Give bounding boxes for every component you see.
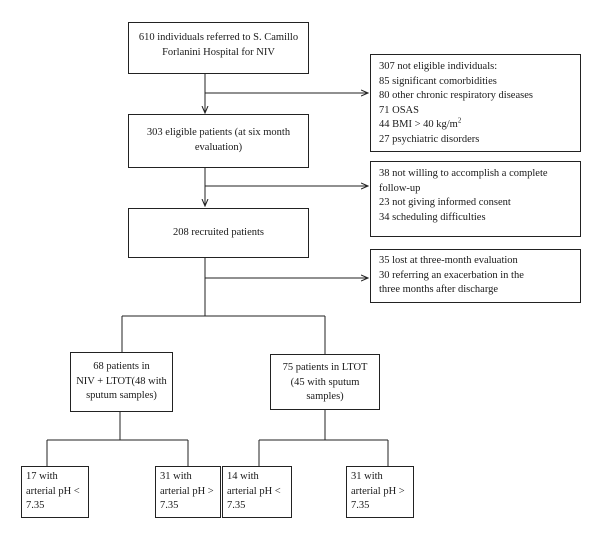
lost-line-2: 30 referring an exacerbation in the xyxy=(379,269,524,281)
leaf2-line-1: 31 with xyxy=(160,471,192,482)
leaf-niv-ph-low: 17 with arterial pH < 7.35 xyxy=(21,466,89,518)
leaf1-line-1: 17 with xyxy=(26,471,58,482)
not-eligible-line-3: 80 other chronic respiratory diseases xyxy=(379,90,533,101)
leaf1-line-2: arterial pH < xyxy=(26,485,80,497)
not-willing-line-4: 34 scheduling difficulties xyxy=(379,211,486,223)
not-eligible-bmi-line: 44 BMI > 40 kg/m2 xyxy=(379,116,580,133)
not-eligible-line-6: 27 psychiatric disorders xyxy=(379,133,480,145)
eligible-line-2: evaluation) xyxy=(194,141,243,153)
not-eligible-line-1: 307 not eligible individuals: xyxy=(379,61,498,72)
eligible-line-1: 303 eligible patients (at six month xyxy=(146,127,291,138)
not-willing-line-3: 23 not giving informed consent xyxy=(379,197,511,208)
leaf4-line-1: 31 with xyxy=(351,471,383,482)
ltot-group-line-1: 75 patients in LTOT xyxy=(282,362,368,373)
lost-line-1: 35 lost at three-month evaluation xyxy=(379,255,518,266)
not-eligible-box: 307 not eligible individuals: 85 signifi… xyxy=(370,54,581,152)
leaf2-line-3: 7.35 xyxy=(160,500,179,511)
referred-box: 610 individuals referred to S. Camillo F… xyxy=(128,22,309,74)
niv-group-line-1: 68 patients in xyxy=(93,361,150,372)
not-eligible-line-4: 71 OSAS xyxy=(379,104,419,116)
niv-ltot-group-box: 68 patients in NIV + LTOT(48 with sputum… xyxy=(70,352,173,412)
lost-box: 35 lost at three-month evaluation 30 ref… xyxy=(370,249,581,303)
not-willing-box: 38 not willing to accomplish a complete … xyxy=(370,161,581,237)
not-eligible-bmi-text: 44 BMI > 40 kg/m xyxy=(379,119,458,130)
leaf4-line-3: 7.35 xyxy=(351,500,370,511)
leaf3-line-1: 14 with xyxy=(227,471,259,482)
ltot-group-line-2: (45 with sputum xyxy=(290,376,360,388)
leaf-ltot-ph-low: 14 with arterial pH < 7.35 xyxy=(222,466,292,518)
ltot-group-line-3: samples) xyxy=(306,391,344,402)
leaf3-line-2: arterial pH < xyxy=(227,485,281,497)
leaf2-line-2: arterial pH > xyxy=(160,485,214,497)
eligible-box: 303 eligible patients (at six month eval… xyxy=(128,114,309,168)
niv-group-line-3: sputum samples) xyxy=(86,390,157,401)
not-willing-line-2: follow-up xyxy=(379,182,421,194)
recruited-box: 208 recruited patients xyxy=(128,208,309,258)
ltot-group-box: 75 patients in LTOT (45 with sputum samp… xyxy=(270,354,380,410)
not-eligible-bmi-superscript: 2 xyxy=(457,116,462,125)
leaf4-line-2: arterial pH > xyxy=(351,485,405,497)
leaf-ltot-ph-high: 31 with arterial pH > 7.35 xyxy=(346,466,414,518)
leaf3-line-3: 7.35 xyxy=(227,500,246,511)
referred-line-1: 610 individuals referred to S. Camillo xyxy=(138,32,299,43)
lost-line-3: three months after discharge xyxy=(379,284,499,295)
leaf-niv-ph-high: 31 with arterial pH > 7.35 xyxy=(155,466,221,518)
recruited-line-1: 208 recruited patients xyxy=(173,227,264,238)
leaf1-line-3: 7.35 xyxy=(26,500,45,511)
referred-line-2: Forlanini Hospital for NIV xyxy=(162,46,275,58)
not-willing-line-1: 38 not willing to accomplish a complete xyxy=(379,168,548,179)
niv-group-line-2: NIV + LTOT(48 with xyxy=(76,375,167,387)
not-eligible-line-2: 85 significant comorbidities xyxy=(379,75,497,87)
